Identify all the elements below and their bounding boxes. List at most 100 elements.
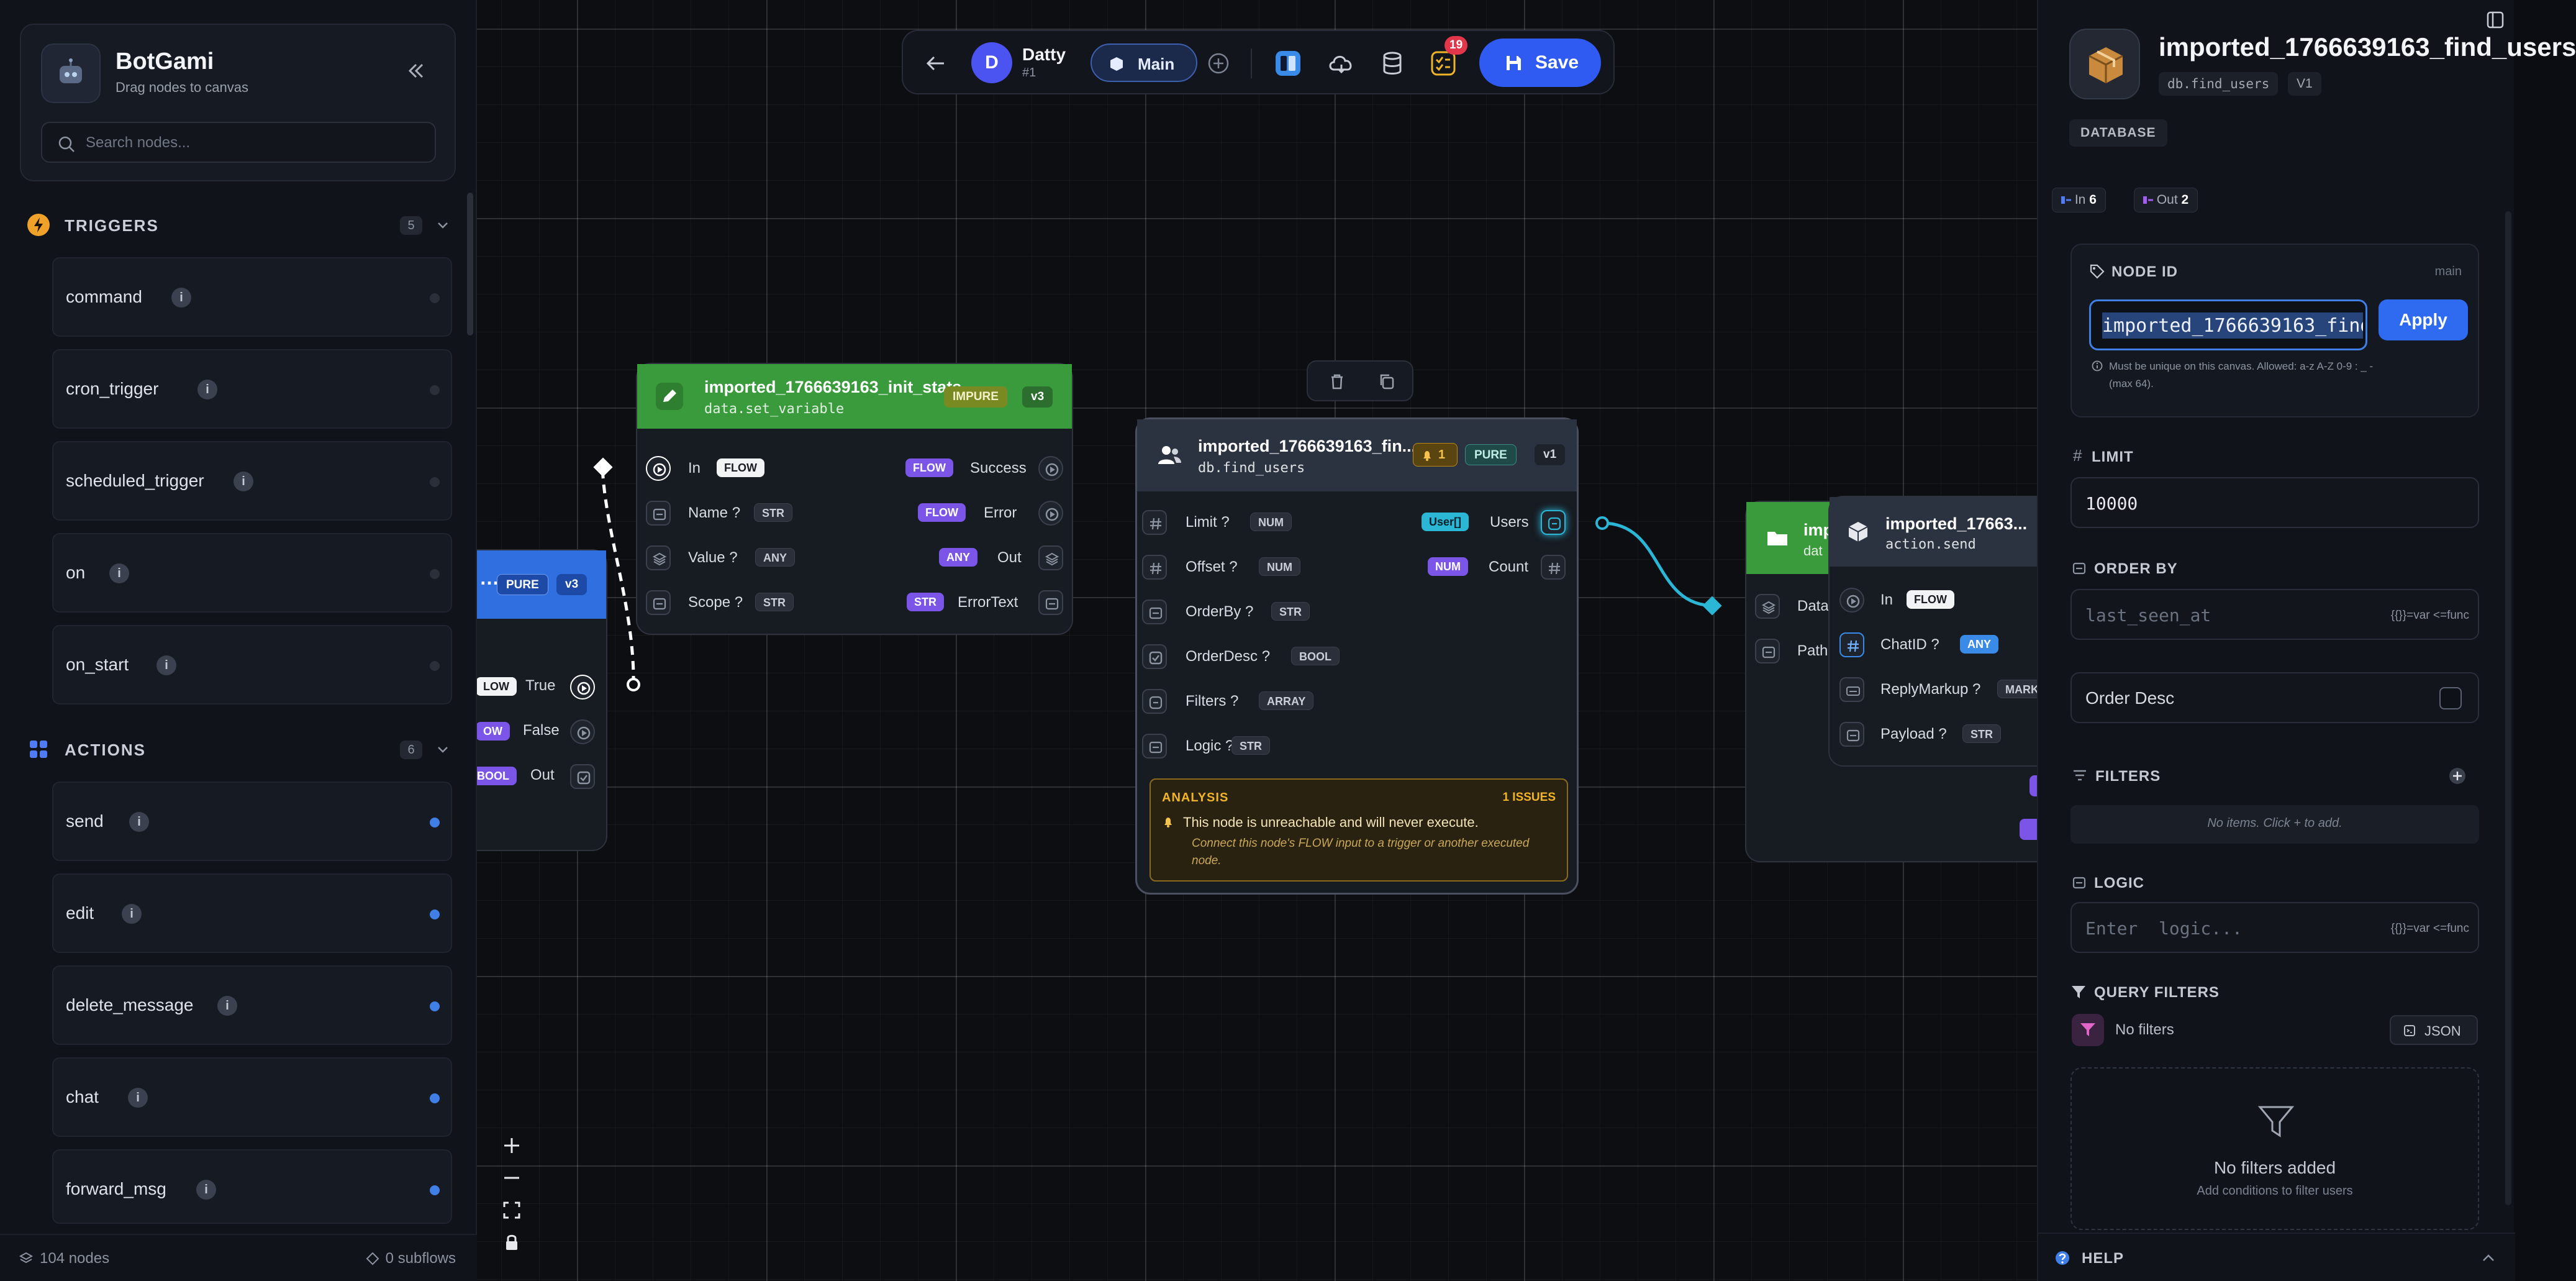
info-icon[interactable]: i — [171, 288, 191, 308]
json-label: JSON — [2424, 1023, 2461, 1039]
palette-item-chat[interactable]: chat i — [52, 1057, 452, 1137]
info-icon[interactable]: i — [109, 563, 129, 583]
node-search[interactable] — [41, 122, 436, 163]
help-bar[interactable]: HELP — [2038, 1233, 2515, 1281]
keyboard-icon — [1846, 686, 1860, 696]
flow-out-port[interactable] — [570, 719, 595, 744]
section-triggers[interactable]: TRIGGERS 5 — [27, 210, 450, 241]
markup-in-port[interactable] — [1839, 677, 1864, 702]
palette-item-cron-trigger[interactable]: cron_trigger i — [52, 349, 452, 429]
info-icon[interactable]: i — [197, 380, 217, 399]
str-out-port[interactable] — [1038, 590, 1063, 615]
node-init-stats[interactable]: imported_1766639163_init_stats data.set_… — [636, 363, 1073, 635]
issues-badge[interactable]: 1 — [1413, 443, 1458, 467]
add-branch-icon[interactable] — [1207, 52, 1230, 75]
add-filter-icon[interactable] — [2448, 767, 2467, 785]
palette-item-edit[interactable]: edit i — [52, 873, 452, 953]
flow-out-port[interactable] — [1038, 501, 1063, 526]
info-icon[interactable]: i — [122, 904, 142, 924]
orderby-field[interactable]: {{}}=var <=func — [2070, 589, 2479, 640]
str-in-port[interactable] — [1142, 734, 1167, 759]
node-id-input[interactable] — [2102, 312, 2363, 339]
orderdesc-checkbox[interactable] — [2439, 687, 2462, 709]
node-menu-icon[interactable]: … — [479, 567, 499, 589]
checklist-icon[interactable] — [1427, 47, 1459, 80]
brand-card: BotGami Drag nodes to canvas — [20, 24, 456, 181]
filters-empty-box[interactable]: No items. Click + to add. — [2070, 805, 2479, 844]
info-icon[interactable]: i — [217, 996, 237, 1016]
layout-panel-icon[interactable] — [1272, 47, 1304, 80]
bool-in-port[interactable] — [1142, 644, 1167, 669]
bool-out-port[interactable] — [570, 764, 595, 789]
trash-icon[interactable] — [1328, 372, 1346, 391]
path-in-port[interactable] — [1755, 639, 1780, 663]
zoom-in-icon[interactable] — [501, 1134, 523, 1157]
str-in-port[interactable] — [646, 501, 671, 526]
palette-item-forward-msg[interactable]: forward_msg i — [52, 1149, 452, 1224]
palette-item-send[interactable]: send i — [52, 782, 452, 861]
palette-item-scheduled-trigger[interactable]: scheduled_trigger i — [52, 441, 452, 521]
palette-item-command[interactable]: command i — [52, 257, 452, 337]
text-field-icon — [1762, 646, 1776, 659]
input-chip: ANY — [755, 548, 796, 567]
info-icon[interactable]: i — [129, 812, 149, 832]
palette-item-label: scheduled_trigger — [66, 471, 204, 490]
num-in-port[interactable] — [1142, 510, 1167, 535]
any-out-port[interactable] — [1038, 545, 1063, 570]
users-out-port[interactable] — [1541, 510, 1566, 535]
zoom-out-icon[interactable] — [501, 1167, 523, 1189]
input-label: Filters ? — [1186, 693, 1239, 709]
orderby-input[interactable] — [2085, 603, 2377, 627]
flow-in-port[interactable] — [1839, 588, 1864, 613]
database-icon[interactable] — [1376, 47, 1408, 80]
node-send-partial[interactable]: imported_17663... action.send In FLOW Ch… — [1828, 496, 2047, 767]
palette-item-label: on_start — [66, 655, 129, 674]
search-input[interactable] — [86, 130, 421, 155]
fit-view-icon[interactable] — [501, 1199, 523, 1221]
branch-selector[interactable]: Main — [1091, 43, 1197, 82]
info-icon[interactable]: i — [196, 1180, 216, 1200]
collapse-sidebar-icon[interactable] — [401, 57, 429, 84]
back-arrow-icon[interactable] — [922, 50, 949, 77]
section-actions[interactable]: ACTIONS 6 — [27, 734, 450, 765]
bot-avatar[interactable]: D — [971, 42, 1012, 83]
chatid-in-port[interactable] — [1839, 632, 1864, 657]
cloud-sync-icon[interactable] — [1325, 47, 1358, 80]
logic-input[interactable] — [2085, 916, 2377, 941]
json-button[interactable]: JSON — [2390, 1015, 2478, 1045]
flow-in-port[interactable] — [646, 456, 671, 481]
num-out-port[interactable] — [1541, 555, 1566, 580]
payload-in-port[interactable] — [1839, 722, 1864, 747]
sidebar-scrollbar[interactable] — [467, 193, 473, 335]
lock-icon[interactable] — [501, 1231, 523, 1254]
palette-item-on-start[interactable]: on_start i — [52, 625, 452, 704]
palette-item-on[interactable]: on i — [52, 533, 452, 613]
data-in-port[interactable] — [1755, 594, 1780, 619]
apply-button[interactable]: Apply — [2379, 299, 2468, 340]
copy-icon[interactable] — [1377, 372, 1396, 391]
logic-field[interactable]: {{}}=var <=func — [2070, 902, 2479, 953]
expand-panel-icon[interactable] — [2485, 10, 2505, 30]
info-icon[interactable]: i — [156, 655, 176, 675]
array-in-port[interactable] — [1142, 689, 1167, 714]
palette-item-delete-message[interactable]: delete_message i — [52, 965, 452, 1045]
info-icon[interactable]: i — [128, 1088, 148, 1108]
str-in-port[interactable] — [1142, 599, 1167, 624]
any-in-port[interactable] — [646, 545, 671, 570]
filters-empty-text: No items. Click + to add. — [2207, 816, 2342, 830]
node-id-card: NODE ID main Apply Must be unique on thi… — [2070, 244, 2479, 417]
flow-out-port[interactable] — [1038, 456, 1063, 481]
node-find-users[interactable]: imported_1766639163_fin... db.find_users… — [1135, 417, 1579, 895]
limit-input[interactable] — [2085, 491, 2377, 516]
limit-field[interactable] — [2070, 477, 2479, 528]
info-icon[interactable]: i — [234, 472, 253, 491]
panel-scrollbar[interactable] — [2505, 211, 2511, 1205]
flow-out-port[interactable] — [570, 675, 595, 700]
node-type-icon-box — [2069, 29, 2140, 99]
node-id-field[interactable] — [2089, 299, 2367, 350]
help-circle-icon — [2056, 1251, 2069, 1265]
str-in-port[interactable] — [646, 590, 671, 615]
save-button[interactable]: Save — [1479, 39, 1601, 87]
orderdesc-row[interactable]: Order Desc — [2070, 672, 2479, 723]
num-in-port[interactable] — [1142, 555, 1167, 580]
